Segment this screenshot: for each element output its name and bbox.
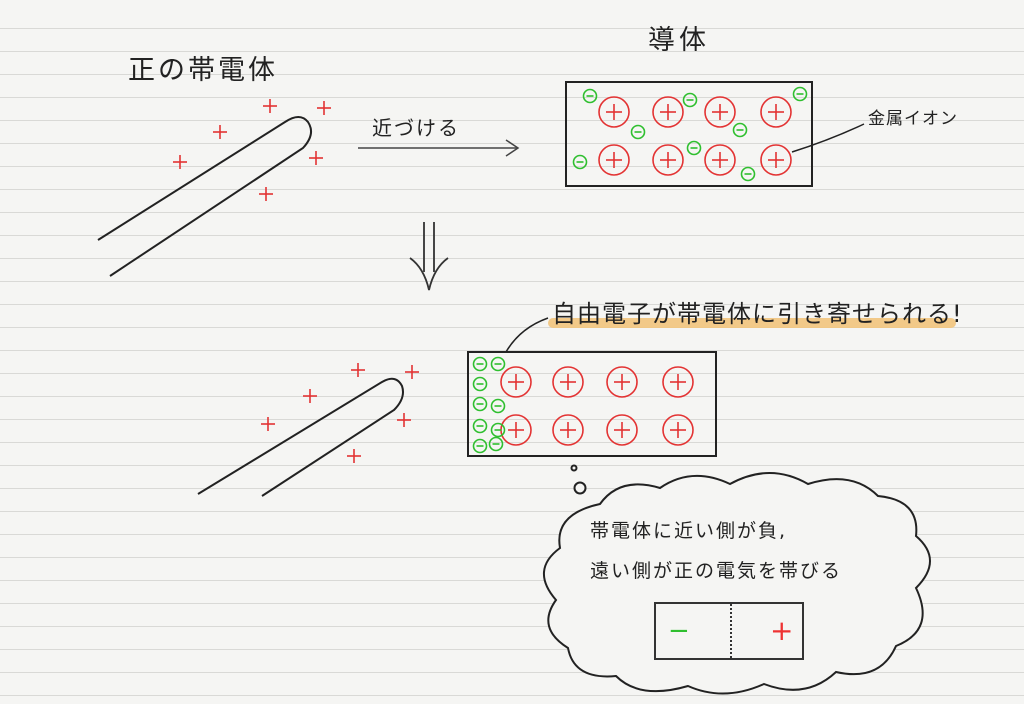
plus-charge [303,389,317,403]
highlight-marker [548,318,956,328]
plus-charge [347,449,361,463]
free-electron [488,436,504,452]
plus-charge [263,99,277,113]
metal-ion [598,144,630,176]
plus-charge [173,155,187,169]
metal-ion [760,96,792,128]
metal-ion [652,96,684,128]
rod-top-charges [173,99,331,201]
thought-text-line1: 帯電体に近い側が負, [590,520,788,542]
thought-bubble [542,464,931,695]
conductor-bottom-particles [472,356,694,454]
summary-box: − + [654,602,804,660]
metal-ion [662,414,694,446]
plus-charge [309,151,323,165]
metal-ion [652,144,684,176]
approach-label: 近づける [372,116,460,140]
free-electron [572,154,588,170]
free-electron [490,356,506,372]
plus-charge [317,101,331,115]
free-electron [472,418,488,434]
plus-charge [397,413,411,427]
implies-arrow [409,222,449,291]
plus-charge [351,363,365,377]
free-electron [472,438,488,454]
electron-pointer [505,317,549,353]
free-electron [472,396,488,412]
plus-charge [259,187,273,201]
ion-pointer [791,123,865,153]
metal-ion [500,366,532,398]
free-electron [490,398,506,414]
free-electron [472,376,488,392]
conductor-top [565,81,813,187]
charged-body-title: 正の帯電体 [128,55,278,86]
conductor-top-particles [572,86,808,182]
summary-positive: + [770,614,794,647]
metal-ion [606,414,638,446]
free-electron [472,356,488,372]
conductor-bottom [467,351,717,457]
free-electron [732,122,748,138]
arrow-right [358,139,520,157]
metal-ion [598,96,630,128]
plus-charge [213,125,227,139]
metal-ion-label: 金属イオン [868,109,958,129]
free-electron [490,422,506,438]
metal-ion [662,366,694,398]
charged-rod-top [97,116,313,277]
free-electron [792,86,808,102]
free-electron [682,92,698,108]
free-electron-label: 自由電子が帯電体に引き寄せられる! [552,300,963,328]
metal-ion [552,414,584,446]
thought-text-line2: 遠い側が正の電気を帯びる [590,560,843,582]
plus-charge [405,365,419,379]
metal-ion [552,366,584,398]
free-electron [582,88,598,104]
charged-rod-bottom [197,377,404,497]
free-electron [630,124,646,140]
summary-negative: − [668,616,690,646]
metal-ion [760,144,792,176]
plus-charge [261,417,275,431]
metal-ion [500,414,532,446]
rod-bottom-charges [261,363,419,463]
metal-ion [606,366,638,398]
metal-ion [704,144,736,176]
free-electron [686,140,702,156]
metal-ion [704,96,736,128]
conductor-title: 導体 [648,25,710,56]
summary-divider [730,604,732,658]
free-electron [740,166,756,182]
